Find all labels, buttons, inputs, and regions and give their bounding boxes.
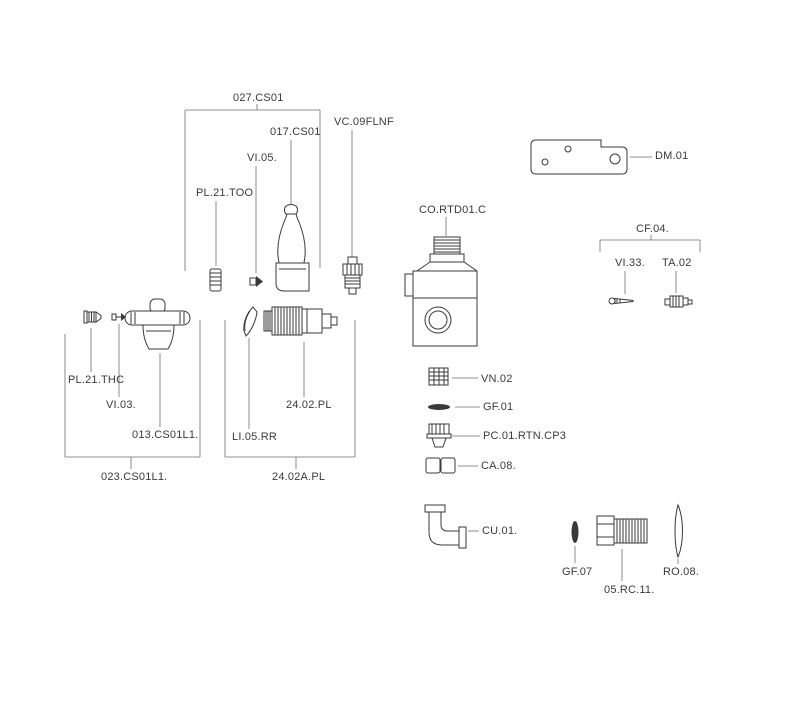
part-label-24-02a-pl: 24.02A.PL <box>272 471 326 483</box>
part-label-ca-08: CA.08. <box>481 460 516 472</box>
pin-drawing <box>111 313 126 321</box>
leader-lines <box>64 104 701 581</box>
mounting-bracket-drawing <box>530 139 628 175</box>
part-label-24-02-pl: 24.02.PL <box>286 399 332 411</box>
part-label-vn-02: VN.02 <box>481 373 513 385</box>
part-label-cf-04: CF.04. <box>636 223 669 235</box>
part-label-pl-21-thc: PL.21.THC <box>68 374 125 386</box>
part-label-cu-01: CU.01. <box>482 525 518 537</box>
part-label-pc-01-rtn-cp3: PC.01.RTN.CP3 <box>483 430 567 442</box>
part-label-co-rtd01-c: CO.RTD01.C <box>419 204 487 216</box>
lever-handle-drawing <box>275 204 310 292</box>
part-label-013-cs01l1: 013.CS01L1. <box>132 429 199 441</box>
part-label-li-05-rr: LI.05.RR <box>232 431 278 443</box>
curved-lever-drawing <box>243 306 258 337</box>
curved-blade-drawing <box>674 503 683 559</box>
part-label-ro-08: RO.08. <box>663 566 700 578</box>
ribbed-sleeve-drawing <box>209 268 222 292</box>
oring-drawing <box>571 521 579 543</box>
valve-body-drawing <box>404 236 478 347</box>
screw-drawing <box>83 310 102 324</box>
part-label-vi-05: VI.05. <box>247 152 277 164</box>
part-label-vc-09flnf: VC.09FLNF <box>334 116 394 128</box>
gasket-drawing <box>428 404 450 410</box>
part-label-pl-21-too: PL.21.TOO <box>196 187 254 199</box>
coupler-drawing <box>425 457 456 474</box>
part-label-027-cs01: 027.CS01 <box>233 92 284 104</box>
hose-fitting-drawing <box>596 515 648 546</box>
part-label-vi-33: VI.33. <box>615 257 645 269</box>
part-label-gf-01: GF.01 <box>483 401 514 413</box>
part-label-ta-02: TA.02 <box>662 257 692 269</box>
elbow-spout-drawing <box>424 504 467 549</box>
check-valve-drawing <box>428 367 449 386</box>
part-label-gf-07: GF.07 <box>562 566 593 578</box>
part-label-017-cs01: 017.CS01 <box>270 126 321 138</box>
small-fitting-drawing <box>664 295 693 308</box>
cross-handle-drawing <box>124 298 191 350</box>
thermostatic-cartridge-drawing <box>263 306 338 336</box>
needle-valve-drawing <box>608 297 634 305</box>
part-label-023-cs01l1: 023.CS01L1. <box>101 471 168 483</box>
small-pin-drawing <box>249 276 263 287</box>
part-label-vi-03: VI.03. <box>106 399 136 411</box>
cap-drawing <box>426 423 452 448</box>
valve-cartridge-small-drawing <box>342 256 363 295</box>
part-label-05-rc-11: 05.RC.11. <box>604 584 655 596</box>
part-label-dm-01: DM.01 <box>655 150 689 162</box>
